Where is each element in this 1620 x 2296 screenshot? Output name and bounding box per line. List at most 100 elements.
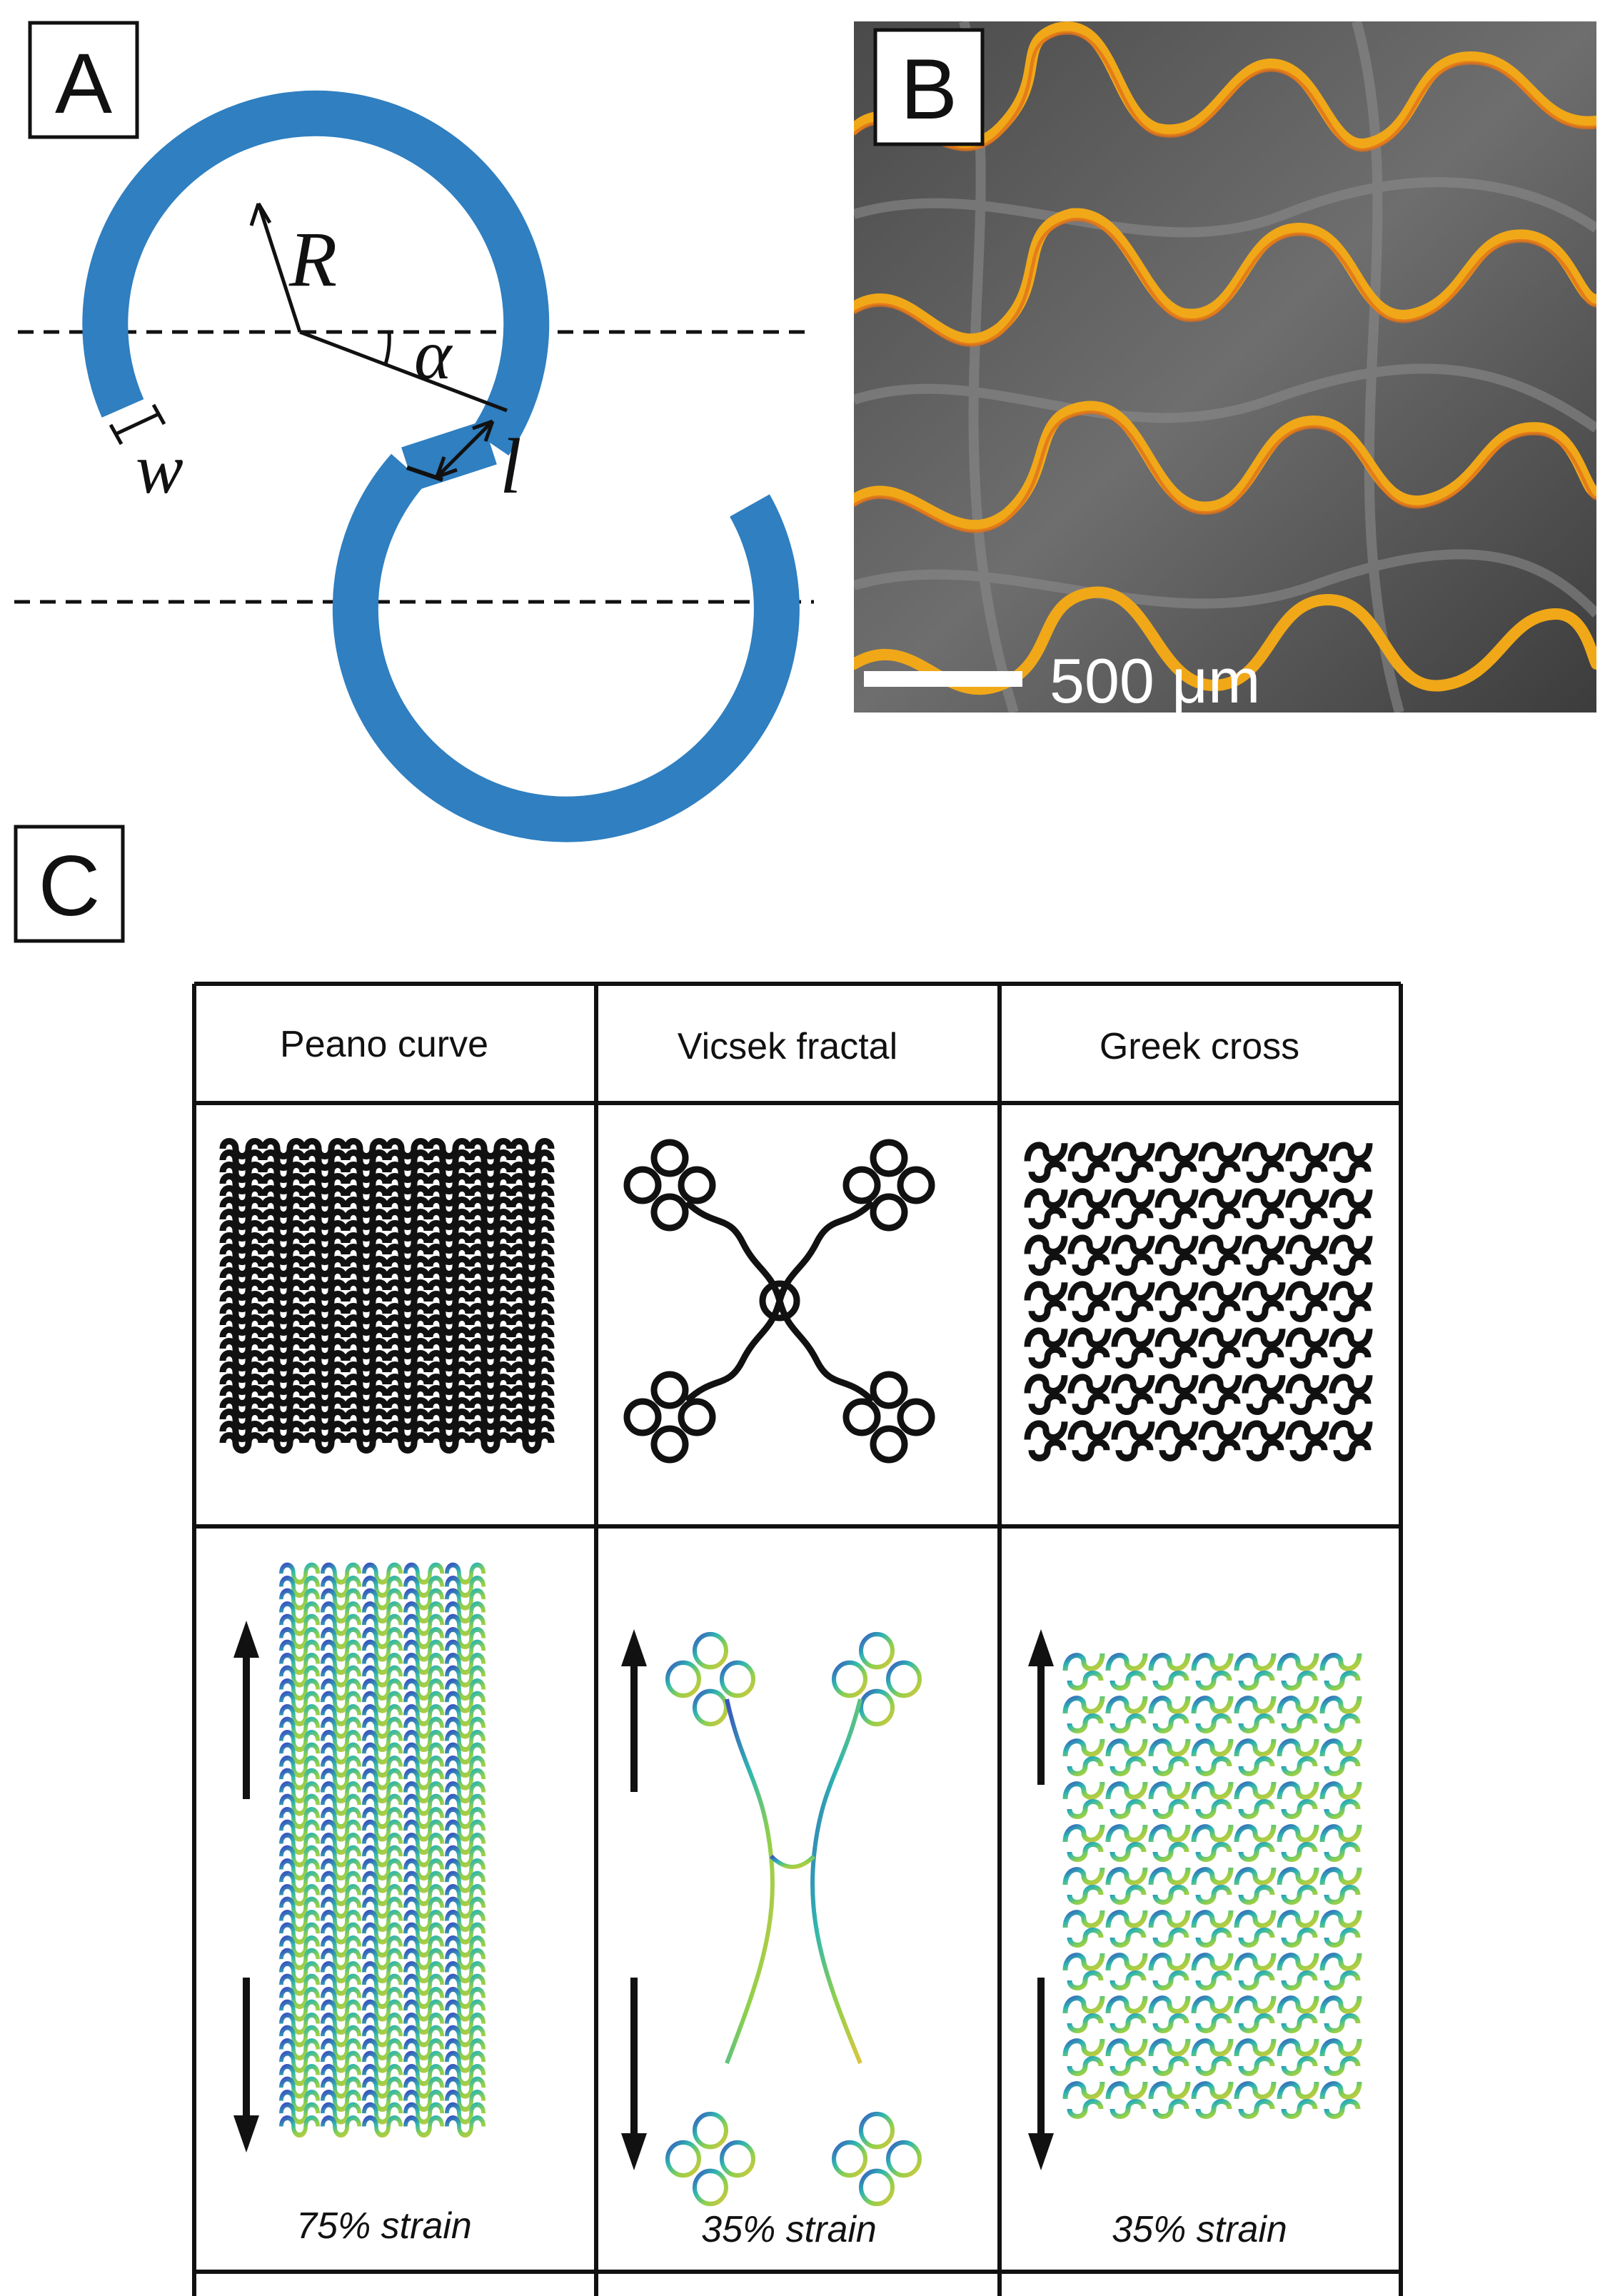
- pattern-tile: [1151, 1868, 1188, 1903]
- pattern-tile: [1115, 1329, 1152, 1365]
- pattern-tile: [1108, 1910, 1145, 1945]
- pattern-tile: [1027, 1282, 1065, 1319]
- pattern-tile: [1245, 1236, 1282, 1272]
- pattern-tile: [1237, 1996, 1274, 2031]
- arrow-down-vicsek: [621, 2133, 647, 2170]
- serpentine-shape: [82, 90, 800, 842]
- angle-symbol: α: [414, 315, 453, 394]
- pattern-tile: [1065, 1739, 1102, 1774]
- pattern-tile: [1332, 1143, 1369, 1179]
- strain-label-vicsek: 35% strain: [701, 2209, 877, 2250]
- panel-a-label-box: [28, 21, 139, 139]
- pattern-tile: [1194, 1696, 1231, 1731]
- pattern-tile: [1237, 1953, 1274, 1988]
- pattern-tile: [1158, 1189, 1195, 1226]
- pattern-tile: [1071, 1375, 1108, 1411]
- scale-bar-label: 500 μm: [1050, 645, 1260, 716]
- pattern-tile: [1237, 1910, 1274, 1945]
- pattern-tile: [1279, 1825, 1317, 1860]
- pattern-tile: [1151, 1653, 1188, 1688]
- pattern-tile: [1245, 1375, 1282, 1411]
- pattern-tile: [1027, 1189, 1065, 1226]
- pattern-tile: [1237, 1739, 1274, 1774]
- pattern-tile: [1151, 1696, 1188, 1731]
- length-arrowhead-bottom: [435, 456, 458, 479]
- pattern-tile: [1332, 1375, 1369, 1411]
- pattern-tile: [1151, 1996, 1188, 2031]
- greek-cross-strained-pattern: [1065, 1653, 1359, 2117]
- upper-arc: [82, 90, 550, 455]
- pattern-tile: [1279, 1953, 1317, 1988]
- pattern-tile: [1151, 1910, 1188, 1945]
- panel-a-label: A: [55, 36, 112, 131]
- column-header-vicsek: Vicsek fractal: [678, 1026, 897, 1067]
- pattern-tile: [1202, 1236, 1239, 1272]
- pattern-tile: [1027, 1236, 1065, 1272]
- pattern-tile: [1027, 1375, 1065, 1411]
- pattern-tile: [1108, 1996, 1145, 2031]
- pattern-tile: [1065, 1825, 1102, 1860]
- greek-cross-pattern: [1027, 1143, 1369, 1458]
- pattern-tile: [1279, 2082, 1317, 2117]
- pattern-tile: [1289, 1329, 1326, 1365]
- pattern-tile: [1194, 1739, 1231, 1774]
- pattern-tile: [1108, 2039, 1145, 2074]
- pattern-tile: [1322, 1868, 1359, 1903]
- pattern-tile: [1194, 2082, 1231, 2117]
- pattern-tile: [1322, 1996, 1359, 2031]
- panel-c-label-box: [14, 825, 125, 943]
- pattern-tile: [1065, 2082, 1102, 2117]
- pattern-tile: [1065, 2039, 1102, 2074]
- pattern-tile: [1071, 1329, 1108, 1365]
- pattern-tile: [1202, 1143, 1239, 1179]
- pattern-tile: [1332, 1236, 1369, 1272]
- pattern-tile: [1151, 1739, 1188, 1774]
- panel-b-label-box: [873, 28, 985, 146]
- pattern-tile: [1237, 2039, 1274, 2074]
- pattern-tile: [1151, 1782, 1188, 1817]
- pattern-tile: [1071, 1236, 1108, 1272]
- table-grid: [192, 982, 1403, 2296]
- pattern-tile: [1202, 1282, 1239, 1319]
- arrow-down-peano: [233, 2115, 259, 2152]
- pattern-tile: [1027, 1421, 1065, 1458]
- length-symbol: l: [500, 423, 522, 510]
- pattern-tile: [1065, 1996, 1102, 2031]
- arrow-down-greek: [1028, 2133, 1054, 2170]
- pattern-tile: [1194, 1910, 1231, 1945]
- pattern-tile: [1237, 1653, 1274, 1688]
- pattern-tile: [1289, 1375, 1326, 1411]
- pattern-tile: [1065, 1782, 1102, 1817]
- pattern-tile: [1151, 2082, 1188, 2117]
- pattern-tile: [1158, 1421, 1195, 1458]
- pattern-tile: [1237, 1868, 1274, 1903]
- pattern-tile: [1071, 1143, 1108, 1179]
- pattern-tile: [1108, 2082, 1145, 2117]
- pattern-tile: [1151, 1953, 1188, 1988]
- pattern-tile: [1245, 1282, 1282, 1319]
- pattern-tile: [1065, 1653, 1102, 1688]
- pattern-tile: [1151, 2039, 1188, 2074]
- pattern-tile: [1108, 1653, 1145, 1688]
- strain-label-peano: 75% strain: [296, 2205, 472, 2247]
- pattern-tile: [1071, 1282, 1108, 1319]
- pattern-tile: [1322, 1825, 1359, 1860]
- angle-arc: [383, 331, 391, 365]
- pattern-tile: [1202, 1329, 1239, 1365]
- width-tick-b: [151, 403, 166, 426]
- pattern-tile: [1194, 1825, 1231, 1860]
- pattern-tile: [1065, 1696, 1102, 1731]
- pattern-tile: [1279, 1782, 1317, 1817]
- pattern-tile: [1194, 1868, 1231, 1903]
- substrate-wrinkles: [854, 21, 1596, 713]
- length-arrow: [436, 420, 494, 478]
- pattern-tile: [1071, 1189, 1108, 1226]
- pattern-tile: [1115, 1189, 1152, 1226]
- pattern-tile: [1245, 1421, 1282, 1458]
- radius-line: [256, 203, 302, 333]
- pattern-tile: [1279, 2039, 1317, 2074]
- panel-a: A R α w l: [14, 21, 814, 842]
- pattern-tile: [1322, 1953, 1359, 1988]
- pattern-tile: [1108, 1868, 1145, 1903]
- pattern-tile: [1332, 1189, 1369, 1226]
